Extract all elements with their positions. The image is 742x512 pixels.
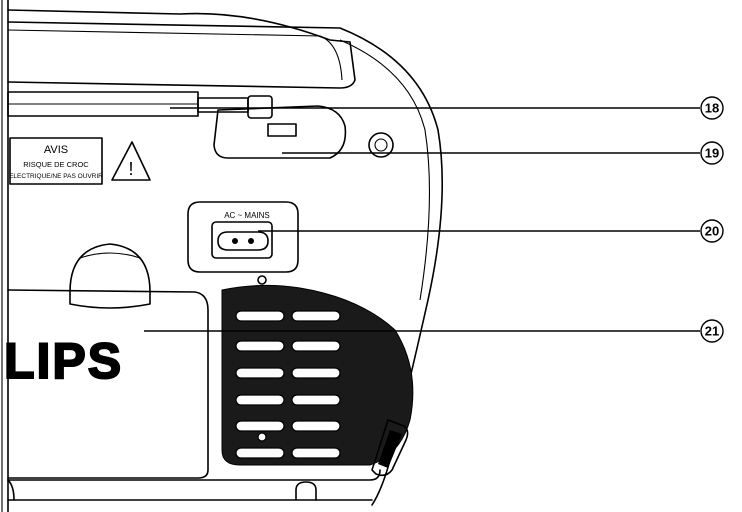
mains-socket-pin-left [232, 238, 238, 244]
mains-socket-frame [187, 201, 299, 273]
callout-21: 21 [700, 319, 724, 343]
mains-socket-inner [211, 221, 273, 259]
side-bumper [371, 419, 409, 477]
housing-bottom [7, 469, 381, 481]
antenna-knob [247, 95, 273, 119]
mains-socket-plug [217, 231, 269, 251]
battery-cover-grip-inner [79, 252, 141, 259]
warning-label-line2: RISQUE DE CROC [23, 160, 89, 169]
bottom-foot-right [295, 481, 317, 501]
warning-label-line1: AVIS [44, 144, 68, 156]
mains-socket-pin-right [248, 238, 254, 244]
screw-inner [374, 138, 388, 152]
warning-label-box [9, 137, 103, 185]
mains-socket-label: AC ~ MAINS [224, 211, 270, 220]
housing-outline-inner [339, 39, 431, 301]
warning-triangle-icon [111, 141, 151, 181]
callout-20: 20 [700, 219, 724, 243]
side-bumper-hatch [378, 430, 402, 468]
battery-recess-latch [267, 123, 297, 137]
warning-label-line3: ELECTRIQUE/NE PAS OUVRIR [9, 173, 103, 180]
top-handle [7, 9, 356, 89]
callout-21-label: 21 [705, 324, 719, 339]
screw-outer [368, 132, 394, 158]
grille-screw [257, 432, 267, 442]
warning-triangle-symbol: ! [128, 159, 133, 179]
battery-recess [213, 105, 347, 159]
battery-cover-finger-grip [69, 243, 151, 309]
callout-20-label: 20 [705, 224, 719, 239]
top-handle-inner [7, 29, 343, 81]
callout-18: 18 [700, 96, 724, 120]
callout-19: 19 [700, 141, 724, 165]
callout-19-label: 19 [705, 146, 719, 161]
brand-text: LIPS [4, 333, 123, 389]
battery-cover [7, 289, 209, 479]
callout-18-label: 18 [705, 101, 719, 116]
bottom-foot-left [7, 479, 15, 501]
grille-slots [235, 310, 341, 459]
small-screw [257, 275, 267, 285]
